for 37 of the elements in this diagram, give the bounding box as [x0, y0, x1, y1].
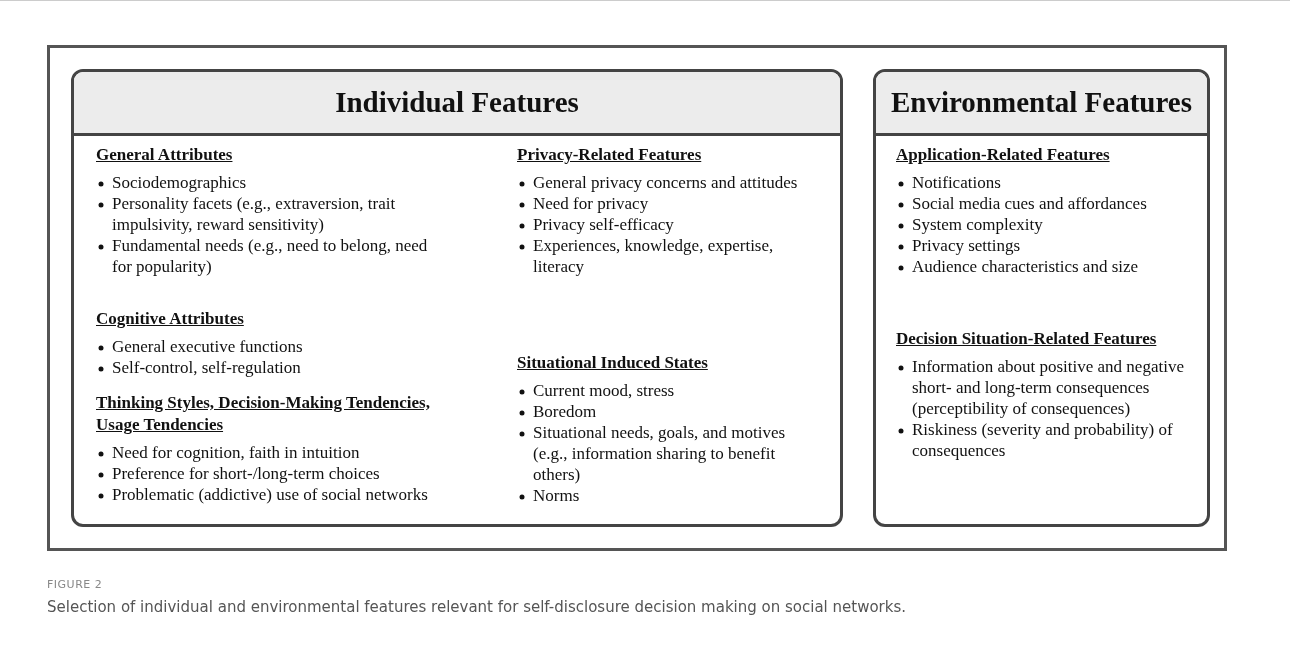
section-heading: Application-Related Features — [896, 144, 1111, 166]
bullet-text: Need for cognition, faith in intuition — [112, 443, 360, 462]
bullet-text: Riskiness (severity and probability) of consequences — [912, 420, 1173, 460]
category-panel — [873, 69, 1210, 527]
bullet-text: System complexity — [912, 215, 1043, 234]
bullet-text: General privacy concerns and attitudes — [533, 173, 798, 192]
category-panel — [71, 69, 843, 527]
bullet-text: Personality facets (e.g., extraversion, trait impulsivity, reward sensitivity) — [112, 194, 396, 234]
section-heading: Decision Situation-Related Features — [896, 328, 1158, 350]
bullet-text: Privacy settings — [912, 236, 1021, 255]
bullet-text: Current mood, stress — [533, 381, 675, 400]
bullet-text: Fundamental needs (e.g., need to belong, need for popularity) — [112, 236, 428, 276]
outer-frame — [47, 45, 1227, 551]
bullet-text: Need for privacy — [533, 194, 649, 213]
bullet-text: Information about positive and negative short- and long-term consequences (perceptibility of consequences) — [912, 357, 1184, 418]
bullet-text: Situational needs, goals, and motives (e.g., information sharing to benefit others) — [533, 423, 786, 484]
section-heading: Thinking Styles, Decision-Making Tendencies, Usage Tendencies — [96, 392, 431, 436]
bullet-text: Privacy self-efficacy — [533, 215, 674, 234]
bullet-text: Preference for short-/long-term choices — [112, 464, 380, 483]
figure-caption: Selection of individual and environmental features relevant for self-disclosure decision making on social networks. — [47, 598, 908, 616]
bullet-text: General executive functions — [112, 337, 303, 356]
figure-number: FIGURE 2 — [47, 578, 103, 591]
panel-title: Individual Features — [74, 72, 840, 136]
bullet-text: Social media cues and affordances — [912, 194, 1147, 213]
bullet-text: Norms — [533, 486, 580, 505]
bullet-text: Experiences, knowledge, expertise, literacy — [533, 236, 774, 276]
panel-title: Environmental Features — [876, 72, 1207, 136]
bullet-text: Problematic (addictive) use of social networks — [112, 485, 428, 504]
section-heading: General Attributes — [96, 144, 234, 166]
bullet-text: Boredom — [533, 402, 597, 421]
bullet-text: Self-control, self-regulation — [112, 358, 301, 377]
section-heading: Cognitive Attributes — [96, 308, 245, 330]
section-heading: Situational Induced States — [517, 352, 709, 374]
section-heading: Privacy-Related Features — [517, 144, 703, 166]
bullet-text: Audience characteristics and size — [912, 257, 1139, 276]
bullet-text: Sociodemographics — [112, 173, 247, 192]
bullet-text: Notifications — [912, 173, 1001, 192]
